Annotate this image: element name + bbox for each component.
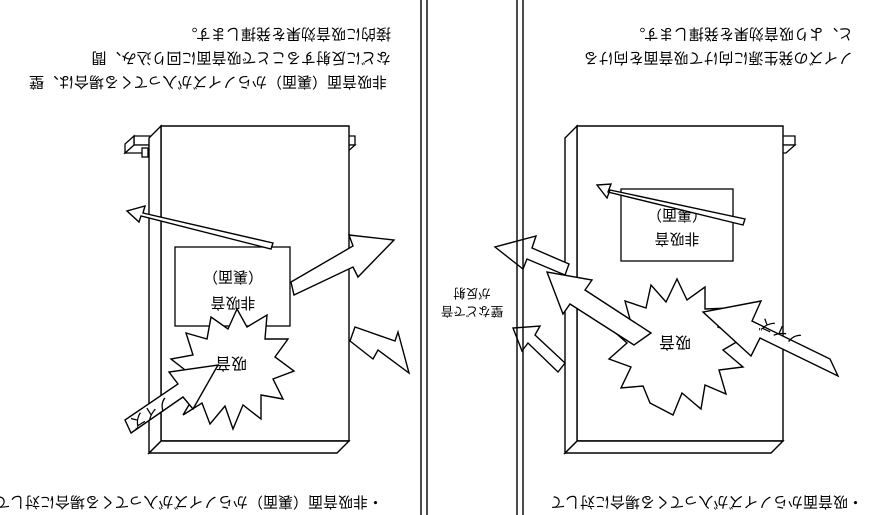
reflection-label-line2: が反射 (453, 286, 491, 301)
left-arrow-to-wall (493, 234, 570, 276)
left-arrow-reflected (512, 325, 566, 374)
left-panel: ・吸音面からノイズが入ってくる場合に対して ノイズの発生源に向けて吸音面を向ける… (493, 25, 863, 511)
right-caption-line4: 接的に吸音効果を発揮します。 (182, 25, 391, 43)
left-caption-line3: と、より吸音効果を発揮します。 (630, 25, 853, 43)
right-arrow-reflected (349, 326, 411, 375)
right-noise-arrow (124, 364, 220, 435)
left-arrow-into-burst (545, 271, 653, 346)
right-back-side-label: （裏面） (203, 268, 263, 286)
right-caption-line2: 非吸音面（裏面）からノイズが入ってくる場合は、壁 (29, 73, 387, 91)
left-non-absorbing-box (620, 188, 734, 262)
left-noise-arrow (701, 300, 840, 378)
right-outgoing-arrow (125, 204, 274, 250)
left-caption-line1: ・吸音面からノイズが入ってくる場合に対して (550, 493, 863, 511)
right-arrow-to-wall (290, 234, 396, 297)
left-non-absorbing-label: 非吸音 (654, 230, 699, 248)
wall-divider (420, 0, 524, 515)
left-outgoing-arrow (595, 183, 746, 226)
right-caption-line3: などに反射することで吸音面に回り込み、間 (91, 49, 391, 67)
right-panel: ・非吸音面（裏面）からノイズが入ってくる場合に対して 非吸音面（裏面）からノイズ… (0, 25, 411, 511)
left-caption-line2: ノイズの発生源に向けて吸音面を向ける (583, 49, 853, 67)
left-absorbing-label: 吸音 (659, 333, 691, 352)
reflection-label-line1: 壁などで音 (441, 304, 503, 319)
right-absorbing-label: 吸音 (215, 354, 247, 373)
right-caption-line1: ・非吸音面（裏面）からノイズが入ってくる場合に対して (0, 493, 383, 511)
right-non-absorbing-label: 非吸音 (210, 294, 255, 312)
right-non-absorbing-box (174, 246, 291, 327)
right-absorption-burst (169, 307, 296, 431)
